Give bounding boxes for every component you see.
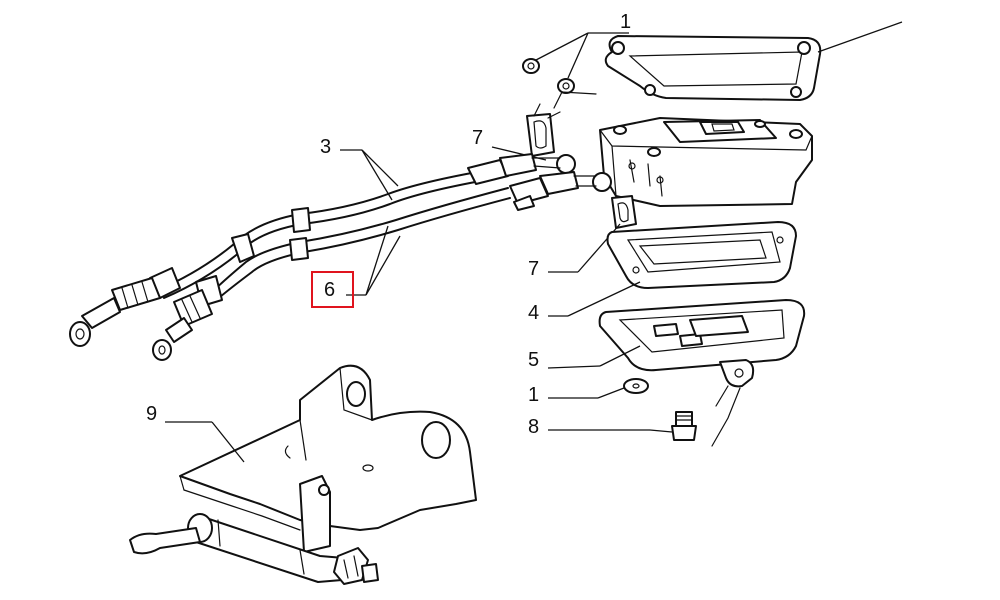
leader-9 [211,421,245,463]
callout-1-bottom: 1 [528,384,539,406]
callout-9: 9 [146,403,157,425]
bolt [671,411,697,441]
washer [623,378,649,394]
leader-top-gasket [817,21,903,53]
clip-top [526,91,597,157]
leader-1-top-a [535,32,589,61]
leader-1-top-b [567,32,589,79]
clip-mid [611,195,637,229]
leader-5-h [547,365,601,369]
base-plate-5 [598,299,806,447]
callout-1-top: 1 [620,11,631,33]
highlight-box-6 [311,271,354,308]
leader-8 [649,429,673,433]
leader-1-bottom [597,387,625,399]
leader-4 [567,281,641,317]
gasket-4 [606,221,797,289]
cable-assembly [69,153,612,361]
top-nuts [522,58,575,94]
leader-6-a [365,225,389,296]
callout-7-top: 7 [472,127,483,149]
top-cover-gasket [604,35,822,101]
leader-6-b [365,235,401,296]
mounting-bracket-9 [129,364,477,585]
leader-3-b [361,149,399,187]
callout-3: 3 [320,136,331,158]
leader-5 [599,345,641,367]
callout-4: 4 [528,302,539,324]
callout-7-mid: 7 [528,258,539,280]
callout-8: 8 [528,416,539,438]
selector-housing [599,117,813,207]
leader-3-a [361,149,393,201]
callout-5: 5 [528,349,539,371]
callout-6: 6 [324,279,335,301]
